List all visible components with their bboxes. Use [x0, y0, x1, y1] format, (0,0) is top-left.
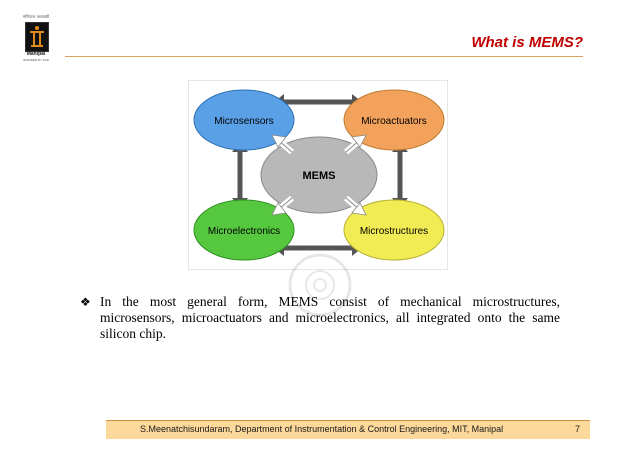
node-microelectronics [193, 199, 295, 261]
center-to-sensors-arrow-icon [271, 134, 294, 155]
node-microactuators [343, 89, 445, 151]
label-mems: MEMS [303, 170, 336, 182]
logo-tagline-bottom: INSPIRED BY LIFE [22, 58, 50, 62]
node-microstructures [343, 199, 445, 261]
label-microstructures: Microstructures [360, 226, 428, 237]
institute-seal-watermark-icon [288, 253, 352, 317]
label-microsensors: Microsensors [214, 116, 273, 127]
center-to-actuators-arrow-icon [344, 134, 367, 155]
title-divider [65, 56, 583, 57]
slide-title: What is MEMS? [471, 34, 583, 51]
logo-name: Manipal [26, 51, 46, 57]
label-microelectronics: Microelectronics [208, 226, 280, 237]
body-bullet: ❖ In the most general form, MEMS consist… [80, 294, 560, 342]
center-to-electronics-arrow-icon [271, 195, 294, 216]
page-number: 7 [574, 424, 580, 434]
footer-bar: S.Meenatchisundaram, Department of Instr… [106, 420, 590, 439]
manipal-logo: मणिपाल अकादमी Manipal INSPIRED BY LIFE [18, 14, 54, 64]
logo-tagline-top: मणिपाल अकादमी [22, 14, 50, 19]
node-mems-center [260, 136, 378, 214]
footer-credit: S.Meenatchisundaram, Department of Instr… [140, 424, 504, 434]
node-microsensors [193, 89, 295, 151]
manipal-emblem-icon [25, 22, 49, 52]
label-microactuators: Microactuators [361, 116, 427, 127]
center-to-structures-arrow-icon [344, 195, 367, 216]
body-text: In the most general form, MEMS consist o… [100, 294, 560, 341]
mems-diagram: Microsensors Microactuators Microelectro… [188, 80, 448, 270]
bullet-diamond-icon: ❖ [80, 295, 91, 309]
